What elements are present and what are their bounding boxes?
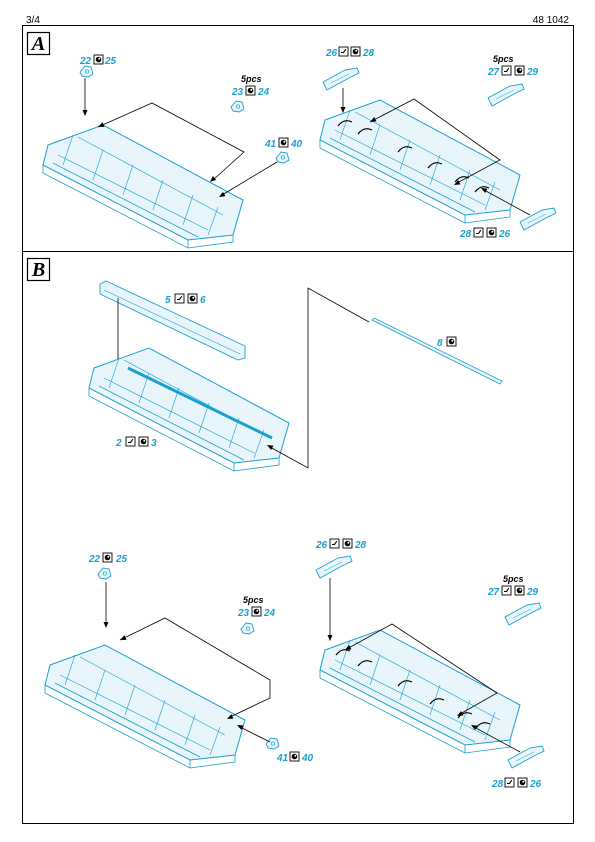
qty-b5: 5pcs	[243, 595, 264, 605]
bracket-part-b-22	[97, 567, 112, 580]
label-b4: 22 25	[88, 552, 128, 565]
svg-text:26: 26	[529, 779, 542, 790]
svg-text:29: 29	[526, 587, 539, 598]
svg-text:2: 2	[115, 438, 122, 449]
label-a4: 26 28	[325, 46, 375, 59]
label-a5: 27 29	[487, 65, 539, 78]
fold-icon	[501, 65, 512, 76]
svg-text:25: 25	[115, 554, 128, 565]
svg-text:26: 26	[325, 48, 338, 59]
svg-text:22: 22	[88, 554, 101, 565]
svg-text:28: 28	[491, 779, 504, 790]
glue-icon	[245, 85, 256, 96]
label-b1: 5 6	[165, 293, 206, 306]
glue-icon	[289, 751, 300, 762]
label-b7: 26 28	[315, 538, 367, 551]
strip-part-b-8	[371, 317, 503, 385]
label-a1: 22 25	[79, 54, 117, 67]
svg-text:24: 24	[263, 608, 276, 619]
label-b5: 23 24	[237, 606, 276, 619]
qty-a2: 5pcs	[241, 74, 262, 84]
bracket-part-a-22	[79, 65, 94, 78]
fold-icon	[473, 227, 484, 238]
glue-icon	[446, 336, 457, 347]
qty-b8: 5pcs	[503, 574, 524, 584]
svg-text:40: 40	[301, 753, 314, 764]
label-a6: 28 26	[459, 227, 511, 240]
svg-text:23: 23	[231, 87, 244, 98]
svg-text:22: 22	[79, 56, 92, 67]
plate-part-a-28	[519, 207, 557, 231]
svg-text:28: 28	[354, 540, 367, 551]
hinge-fairings-b	[335, 649, 491, 729]
section-a-letter: A	[30, 33, 45, 55]
qty-a5: 5pcs	[493, 54, 514, 64]
page-number: 3/4	[26, 15, 40, 26]
svg-text:23: 23	[237, 608, 250, 619]
glue-icon	[514, 585, 525, 596]
section-b-letter: B	[31, 259, 45, 281]
svg-text:8: 8	[437, 338, 443, 349]
bracket-part-a-41	[275, 151, 290, 164]
glue-icon	[350, 46, 361, 57]
glue-icon	[514, 65, 525, 76]
strip-part-b-5	[99, 280, 246, 361]
product-code: 48 1042	[532, 15, 569, 26]
glue-icon	[278, 137, 289, 148]
svg-text:41: 41	[276, 753, 289, 764]
label-b2: 2 3	[115, 436, 157, 449]
flap-panel-a-right	[319, 99, 521, 224]
bracket-part-b-23	[240, 622, 255, 635]
glue-icon	[93, 54, 104, 65]
label-a3: 41 40	[264, 137, 303, 150]
svg-text:27: 27	[487, 67, 500, 78]
plate-part-a-26	[322, 67, 360, 91]
svg-text:26: 26	[498, 229, 511, 240]
fold-icon	[338, 46, 349, 57]
fold-icon	[174, 293, 185, 304]
svg-text:27: 27	[487, 587, 500, 598]
bracket-part-a-23	[230, 100, 245, 113]
hinge-fairings-a	[337, 120, 490, 193]
svg-text:25: 25	[104, 56, 117, 67]
glue-icon	[138, 436, 149, 447]
label-b6: 41 40	[276, 751, 314, 764]
svg-text:28: 28	[459, 229, 472, 240]
svg-text:6: 6	[200, 295, 206, 306]
glue-icon	[517, 777, 528, 788]
flap-panel-b-left	[44, 644, 246, 769]
glue-icon	[342, 538, 353, 549]
bracket-part-b-41	[265, 737, 280, 750]
label-a2: 23 24	[231, 85, 270, 98]
plate-part-a-27	[487, 83, 525, 107]
plate-part-b-26	[315, 555, 353, 579]
fold-icon	[125, 436, 136, 447]
svg-text:24: 24	[257, 87, 270, 98]
svg-text:28: 28	[362, 48, 375, 59]
svg-text:26: 26	[315, 540, 328, 551]
fold-icon	[329, 538, 340, 549]
section-b-marker: B	[26, 257, 51, 282]
label-b3: 8	[437, 336, 457, 349]
section-b-frame	[22, 251, 574, 824]
label-b8: 27 29	[487, 585, 539, 598]
svg-text:29: 29	[526, 67, 539, 78]
fold-icon	[504, 777, 515, 788]
svg-text:3: 3	[151, 438, 157, 449]
svg-text:5: 5	[165, 295, 171, 306]
plate-part-b-27	[504, 602, 542, 626]
flap-panel-b-top	[88, 347, 290, 472]
glue-icon	[187, 293, 198, 304]
svg-text:41: 41	[264, 139, 277, 150]
label-b9: 28 26	[491, 777, 542, 790]
glue-icon	[486, 227, 497, 238]
plate-part-b-28	[507, 745, 545, 769]
glue-icon	[251, 606, 262, 617]
glue-icon	[102, 552, 113, 563]
svg-text:40: 40	[290, 139, 303, 150]
fold-icon	[501, 585, 512, 596]
flap-panel-a-left	[42, 124, 244, 249]
section-a-marker: A	[26, 31, 51, 56]
